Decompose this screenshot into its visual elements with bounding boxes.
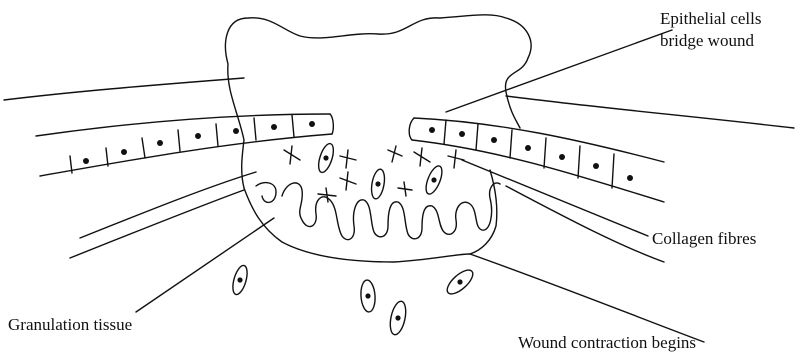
left-dermis-upper [80,172,256,238]
collagen-fibres [284,146,464,202]
right-dermis-lower [470,254,704,342]
right-dermis-upper [506,186,664,262]
right-epithelium-bottom [412,140,664,202]
scab-outline [225,15,531,188]
epithelial-label-line1: Epithelial cells [660,8,762,30]
collagen-fibres-label: Collagen fibres [652,228,756,250]
left-surface-line [4,78,244,100]
epithelial-cells-label: Epithelial cells bridge wound [660,8,762,52]
epithelial-label-line2: bridge wound [660,30,762,52]
left-epithelium-top [36,114,330,136]
wound-contraction-label: Wound contraction begins [518,332,696,354]
epithelial-leader-line [446,30,672,112]
granulation-tissue-label: Granulation tissue [8,314,132,336]
granulation-leader-line [136,218,274,312]
granulation-folds [256,183,500,240]
right-epithelium-top [414,118,664,162]
left-epithelium-bottom [40,134,332,176]
left-dermis-lower [70,190,244,258]
right-surface-line [506,96,794,128]
fibroblast-cells [230,142,476,336]
wound-bed-outline [244,188,470,262]
right-epithelium-tip [409,118,414,140]
left-epithelium-tip [330,114,333,134]
right-epithelial-cells [429,120,633,188]
